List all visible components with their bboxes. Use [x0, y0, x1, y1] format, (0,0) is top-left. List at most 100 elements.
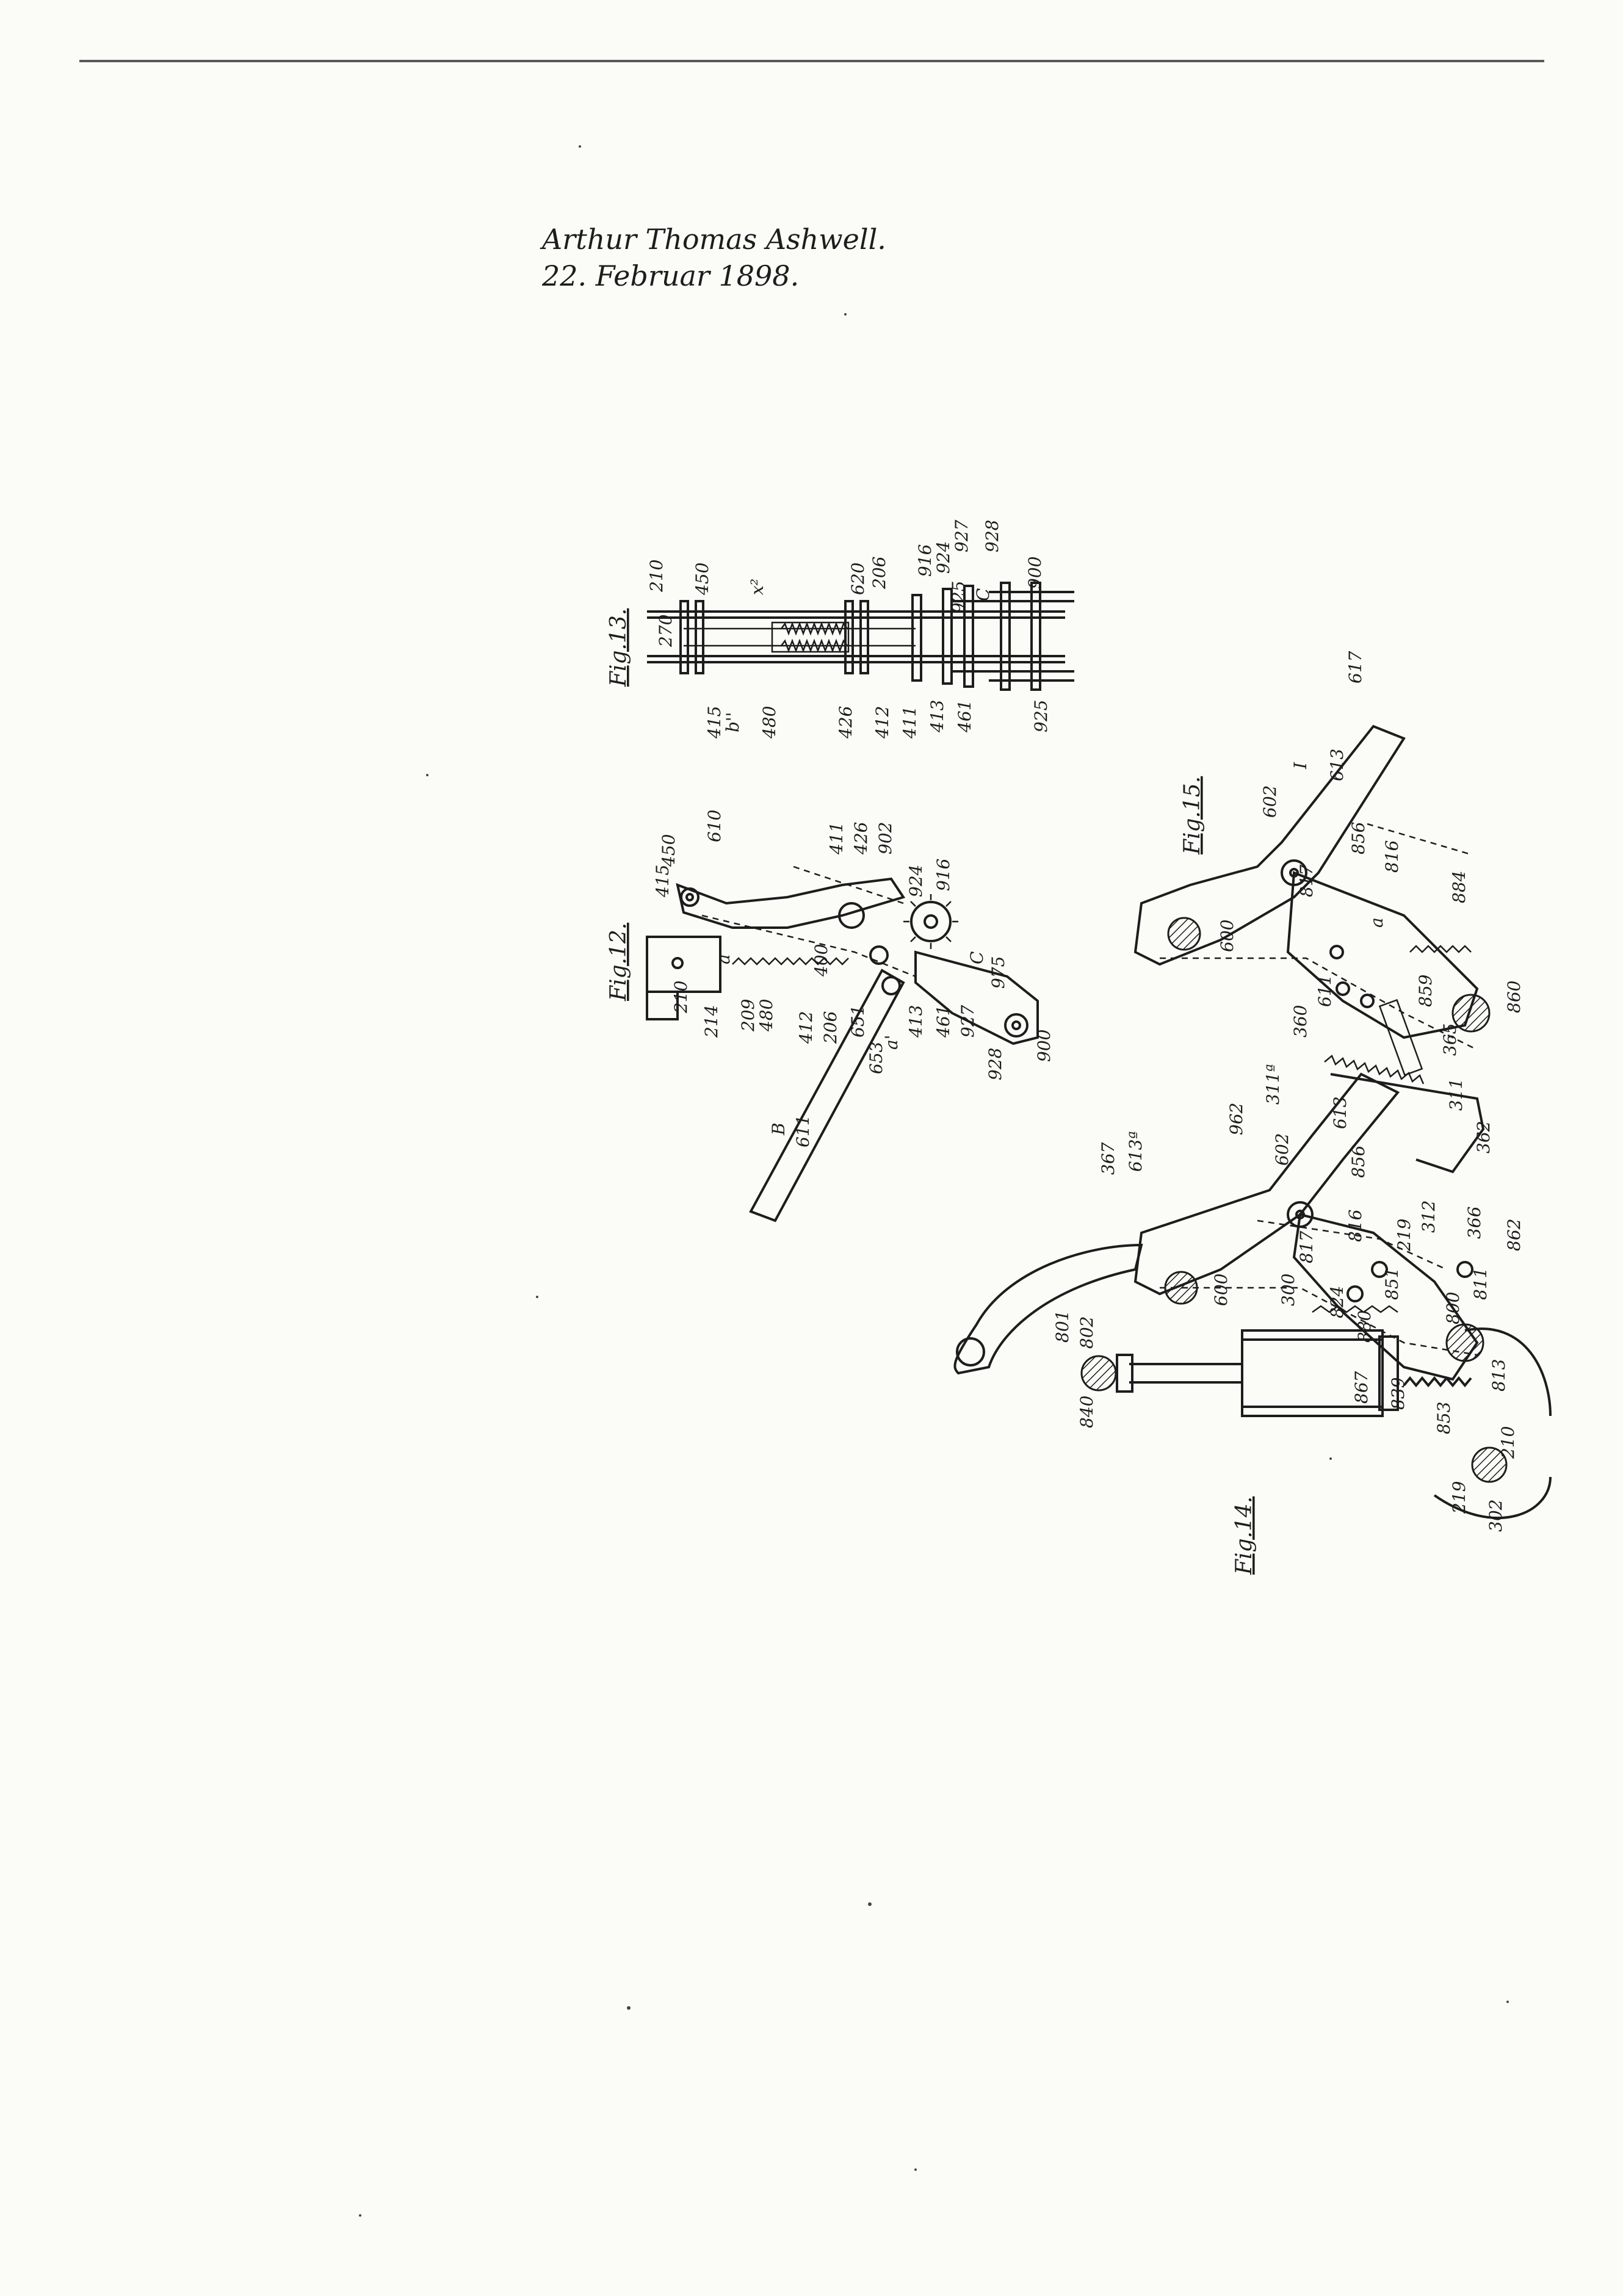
fig12-label-924: 924: [906, 865, 926, 897]
fig15-label-856: 856: [1348, 822, 1368, 854]
fig14-label-613: 613: [1330, 1097, 1350, 1129]
fig14-labels: 367 613ª 962 311ª 360 600 602 613 817 85…: [1052, 1005, 1524, 1532]
fig15-label-816: 816: [1382, 840, 1402, 873]
fig12-label-461: 461: [933, 1005, 953, 1038]
fig12-label-C: C: [967, 951, 987, 964]
fig15-label-a: a: [1367, 917, 1387, 928]
fig15-label-860: 860: [1504, 981, 1524, 1013]
fig13-label-927: 927: [952, 519, 972, 552]
fig14-label-880: 880: [1354, 1310, 1375, 1343]
fig13-plates: [679, 582, 1041, 691]
fig14-label-824: 824: [1327, 1286, 1347, 1318]
fig15-label-611: 611: [1315, 975, 1335, 1007]
fig14-title: Fig.14.: [1232, 1496, 1257, 1575]
fig13-label-928: 928: [982, 520, 1002, 552]
fig12-label-206: 206: [820, 1011, 840, 1044]
fig14-label-862: 862: [1504, 1219, 1524, 1251]
scan-specks: [359, 145, 1509, 2217]
fig12-label-927: 927: [958, 1005, 978, 1038]
fig12-label-214: 214: [701, 1005, 721, 1038]
inventor-name: Arthur Thomas Ashwell.: [542, 223, 886, 256]
patent-header: Arthur Thomas Ashwell. 22. Februar 1898.: [542, 221, 886, 294]
fig14-label-962: 962: [1226, 1103, 1246, 1135]
fig14-ratchet-rack: [1324, 1054, 1425, 1085]
fig14-label-602: 602: [1272, 1133, 1292, 1166]
fig13-label-270: 270: [656, 615, 676, 648]
fig12-spring: [732, 957, 849, 966]
fig12-label-653: 653: [866, 1042, 886, 1074]
fig14-label-210: 210: [1498, 1426, 1518, 1459]
fig14-spring-853: [1403, 1376, 1472, 1388]
fig12-label-415: 415: [652, 865, 673, 898]
fig14-label-811: 811: [1470, 1268, 1491, 1300]
fig14-label-817: 817: [1296, 1230, 1317, 1263]
fig13-label-415: 415: [704, 706, 725, 739]
fig12-upper-lever: [676, 877, 906, 929]
fig15-label-884: 884: [1449, 871, 1469, 903]
fig12-lever-C: [914, 950, 1039, 1045]
fig14-label-367: 367: [1098, 1142, 1118, 1175]
fig12-label-450: 450: [659, 834, 679, 867]
fig14-label-856: 856: [1348, 1146, 1368, 1178]
fig15-label-I: I: [1290, 762, 1310, 770]
fig14-label-219a: 219: [1449, 1481, 1469, 1514]
fig15-pivot-600: [1167, 917, 1201, 951]
fig15-spring-884: [1409, 945, 1472, 953]
figure-14: Fig.14. 367: [953, 1005, 1552, 1575]
fig15-label-617: 617: [1345, 651, 1365, 684]
fig12-label-a: a: [714, 954, 734, 964]
fig13-label-480: 480: [759, 706, 779, 739]
figure-13: Fig.13.: [606, 519, 1074, 739]
fig12-label-900: 900: [1034, 1030, 1054, 1062]
top-rule: [79, 60, 1544, 62]
fig14-label-302: 302: [1486, 1500, 1506, 1532]
fig14-label-839: 839: [1388, 1377, 1408, 1410]
fig14-label-802: 802: [1077, 1316, 1097, 1349]
fig14-spring-880: [1312, 1305, 1398, 1313]
fig12-label-412: 412: [796, 1011, 816, 1044]
fig13-label-C: C: [973, 588, 993, 601]
fig14-label-311a: 311ª: [1263, 1064, 1283, 1105]
fig12-label-209: 209: [738, 999, 758, 1032]
fig13-title: Fig.13.: [606, 608, 631, 687]
fig13-label-916: 916: [915, 544, 935, 577]
fig14-label-816: 816: [1345, 1210, 1365, 1242]
fig12-label-411: 411: [826, 822, 847, 855]
fig14-label-312: 312: [1419, 1200, 1439, 1233]
fig14-lever-613a: [1133, 1072, 1400, 1296]
fig14-label-813: 813: [1489, 1359, 1509, 1392]
fig13-label-206: 206: [869, 557, 889, 590]
fig13-spring-housing: [771, 621, 850, 653]
fig13-labels: 210 450 x² 620 206 916 924 927 928 925 C…: [646, 519, 1051, 739]
fig13-label-461: 461: [955, 700, 975, 733]
fig12-label-610a: 610: [704, 810, 725, 842]
fig13-label-b: b'': [723, 712, 743, 732]
fig13-label-426: 426: [836, 706, 856, 739]
fig13-spring-upper: [781, 621, 848, 636]
fig15-lever-I: [1133, 724, 1406, 966]
fig15-label-613: 613: [1327, 749, 1347, 781]
fig14-pivot-600: [1164, 1271, 1198, 1305]
fig12-labels: 210 214 415 450 610 411 426 902 209 480 …: [652, 810, 1054, 1147]
fig14-label-867: 867: [1351, 1371, 1372, 1404]
fig15-label-817: 817: [1296, 864, 1317, 897]
fig14-label-219b: 219: [1394, 1219, 1414, 1252]
fig13-label-925a: 925: [949, 581, 969, 613]
fig12-label-480: 480: [756, 999, 776, 1032]
fig12-label-916: 916: [933, 859, 953, 891]
fig14-label-840: 840: [1077, 1396, 1097, 1428]
fig12-label-413: 413: [906, 1005, 926, 1038]
fig12-label-975: 975: [988, 956, 1008, 989]
patent-date: 22. Februar 1898.: [542, 259, 800, 292]
fig14-label-800: 800: [1443, 1292, 1463, 1324]
fig13-label-413: 413: [927, 700, 947, 733]
fig13-label-x2: x²: [747, 579, 767, 595]
fig15-label-600: 600: [1217, 920, 1237, 952]
fig14-label-300: 300: [1278, 1274, 1298, 1306]
fig12-arm-B: [749, 969, 905, 1222]
fig12-support-210: [646, 936, 721, 993]
fig14-label-311: 311: [1446, 1078, 1466, 1111]
fig14-eye-840: [1080, 1355, 1117, 1392]
fig13-label-620: 620: [848, 563, 868, 595]
fig14-label-362: 362: [1473, 1121, 1494, 1153]
